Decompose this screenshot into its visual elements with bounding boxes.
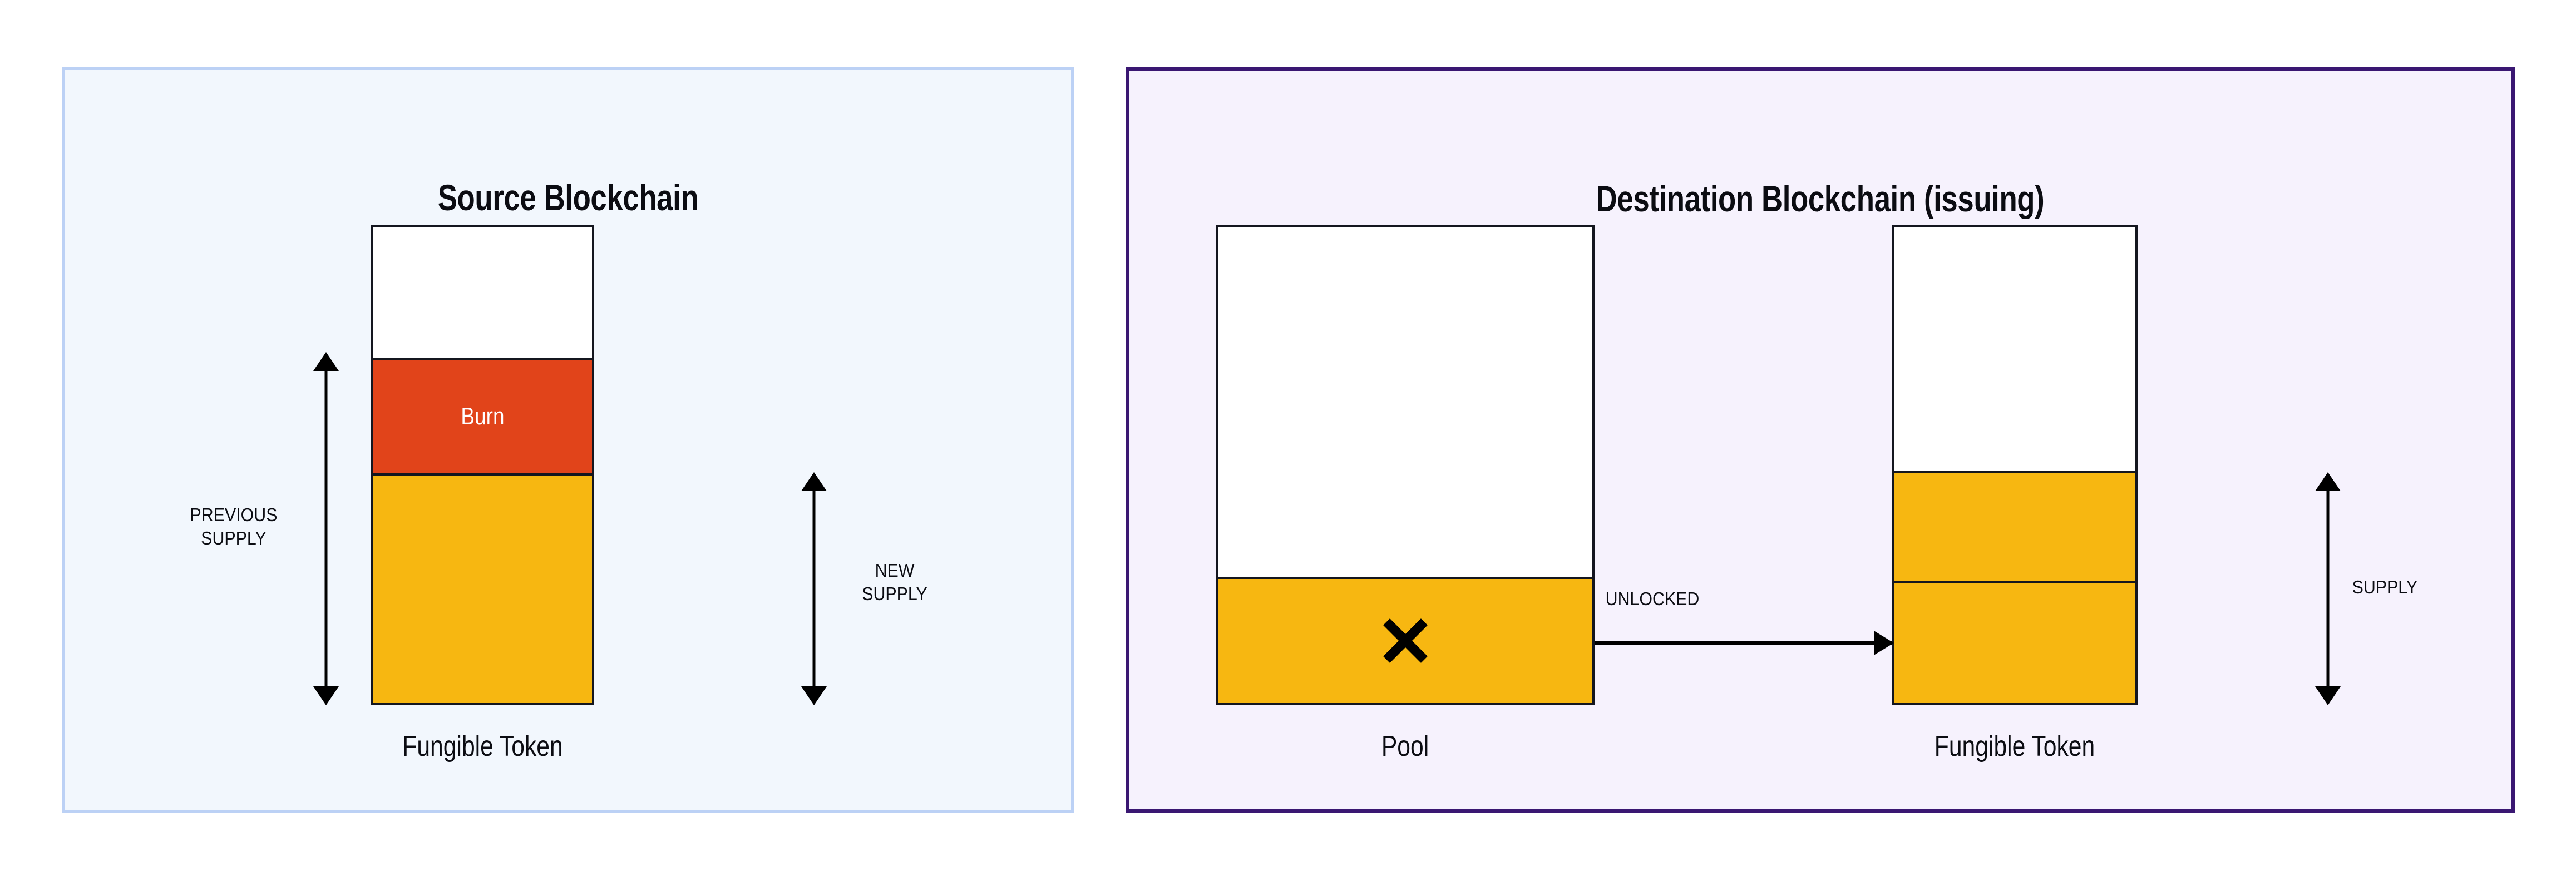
arrow-head-down-icon	[801, 686, 827, 705]
arrow-head-down-icon	[2315, 686, 2341, 705]
pool-bar-caption: Pool	[1381, 730, 1429, 763]
segment-remaining-supply	[373, 473, 592, 703]
segment-token-empty-headroom	[1894, 227, 2135, 471]
burn-label: Burn	[461, 403, 505, 430]
flow-arrow-shaft	[1595, 641, 1892, 645]
measure-shaft	[2326, 486, 2330, 692]
source-panel-title: Source Blockchain	[437, 177, 699, 218]
new-supply-label: NEW SUPPLY	[862, 560, 927, 604]
x-mark-icon	[1383, 618, 1428, 664]
unlocked-flow-label: UNLOCKED	[1605, 588, 1700, 609]
unlocked-flow-arrow	[1595, 631, 1894, 655]
segment-burn: Burn	[373, 358, 592, 474]
arrow-head-right-icon	[1874, 631, 1894, 655]
segment-pool-locked	[1218, 576, 1592, 703]
previous-supply-label: PREVIOUS SUPPLY	[190, 504, 278, 548]
destination-pool-bar	[1216, 225, 1595, 705]
segment-pool-empty	[1218, 227, 1592, 577]
arrow-head-down-icon	[313, 686, 339, 705]
destination-token-bar-caption: Fungible Token	[1934, 730, 2095, 763]
supply-measure-arrow	[2315, 472, 2341, 705]
destination-fungible-token-bar	[1892, 225, 2138, 705]
destination-panel-title: Destination Blockchain (issuing)	[1596, 178, 2045, 219]
supply-label: SUPPLY	[2352, 577, 2418, 597]
source-fungible-token-bar: Burn	[371, 225, 594, 705]
segment-token-existing-supply	[1894, 581, 2135, 703]
new-supply-measure-arrow	[801, 472, 827, 705]
segment-empty-headroom	[373, 227, 592, 358]
measure-shaft	[324, 365, 328, 692]
segment-token-newly-unlocked	[1894, 471, 2135, 581]
source-bar-caption: Fungible Token	[402, 730, 563, 763]
measure-shaft	[812, 486, 816, 692]
previous-supply-measure-arrow	[313, 352, 339, 705]
